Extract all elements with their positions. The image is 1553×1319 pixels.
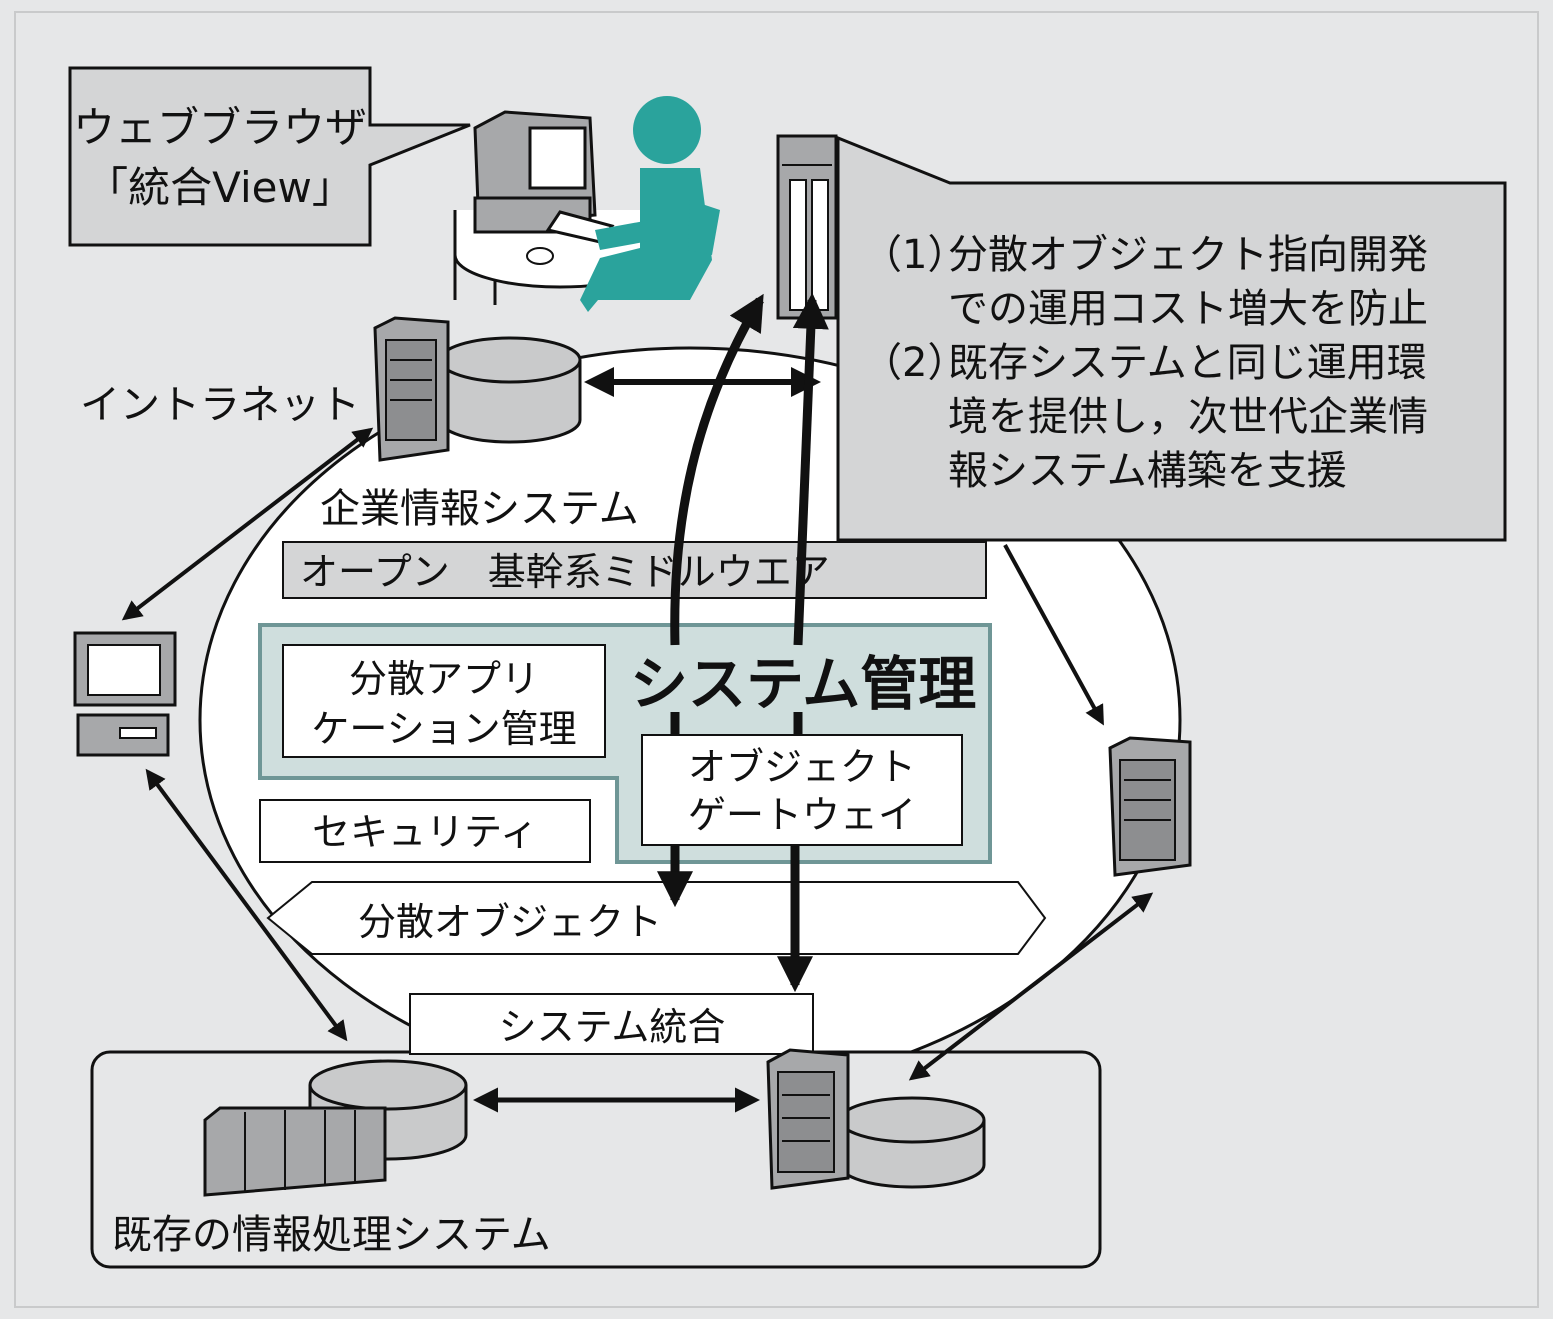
system-management-label: システム管理 [630, 650, 976, 718]
connector-arrows [121, 292, 1154, 1113]
benefits-callout: （1） 分散オブジェクト指向開発 での運用コスト増大を防止 （2） 既存システム… [836, 135, 1507, 542]
mainframe-icon [203, 1106, 387, 1197]
arrow-client-legacy [145, 768, 348, 1042]
security-label: セキュリティ [312, 810, 538, 854]
benefit-2-number: （2） [862, 340, 967, 386]
security-box: セキュリティ [259, 799, 591, 863]
arrow-enterprise-client [121, 427, 374, 621]
dist-app-mgmt-line1: 分散アプリ [349, 657, 539, 701]
benefit-1-number: （1） [862, 232, 967, 278]
desktop-pc-icon [73, 631, 177, 757]
system-integration-box: システム統合 [409, 993, 814, 1055]
object-gateway-line1: オブジェクト [688, 745, 916, 789]
object-gateway-line2: ゲートウェイ [688, 793, 916, 837]
legacy-server-icon [766, 1048, 850, 1190]
database-cylinder-icon [438, 336, 582, 444]
middleware-label: オープン 基幹系ミドルウエア [300, 550, 830, 594]
tower-server-icon [776, 134, 838, 320]
benefit-2-line3: 報システム構築を支援 [948, 448, 1347, 494]
benefit-1-line2: での運用コスト増大を防止 [948, 286, 1428, 332]
benefit-2-line2: 境を提供し，次世代企業情 [948, 394, 1428, 440]
browser-callout-line1: ウェブブラウザ [73, 103, 367, 152]
right-tower-server-icon [1108, 736, 1192, 877]
middleware-bar: オープン 基幹系ミドルウエア [282, 541, 987, 599]
browser-callout: ウェブブラウザ 「統合View」 [68, 66, 471, 247]
distributed-object-label: 分散オブジェクト [358, 900, 662, 944]
arrow-rightserver-legacy [908, 892, 1154, 1081]
person-at-computer-icon [453, 96, 720, 312]
legacy-server-database-icon [838, 1096, 986, 1189]
legacy-system-label: 既存の情報処理システム [112, 1212, 551, 1258]
benefit-2-line1: 既存システムと同じ運用環 [948, 340, 1427, 386]
benefit-1-line1: 分散オブジェクト指向開発 [948, 232, 1428, 278]
system-integration-label: システム統合 [499, 1005, 726, 1049]
intranet-label: イントラネット [80, 382, 360, 428]
enterprise-server-icon [373, 316, 450, 462]
browser-callout-line2: 「統合View」 [86, 163, 354, 212]
distributed-object-bar: 分散オブジェクト [266, 881, 1047, 955]
arrow-curve-to-webserver [670, 293, 764, 646]
dist-app-mgmt-line2: ケーション管理 [311, 707, 576, 751]
dist-app-mgmt-box: 分散アプリ ケーション管理 [282, 644, 606, 758]
arrow-straight-to-webserver [792, 292, 829, 646]
enterprise-system-label: 企業情報システム [320, 486, 639, 532]
arrow-callout-rightserver [1003, 544, 1104, 726]
object-gateway-box: オブジェクト ゲートウェイ [641, 734, 963, 846]
